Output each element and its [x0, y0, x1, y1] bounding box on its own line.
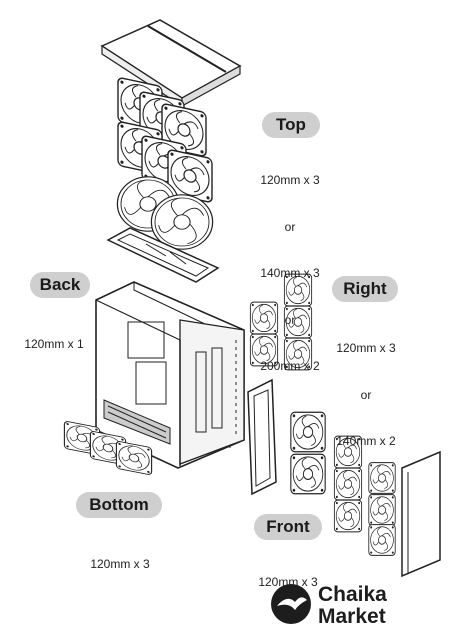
right-spec-2: or [360, 387, 372, 402]
top-spec-4: or [284, 312, 296, 327]
right-spec-3: 140mm x 2 [336, 434, 396, 448]
right-specs: 120mm x 3 or 140mm x 2 [316, 310, 416, 465]
chassis [95, 281, 245, 469]
brand-line-2: Market [318, 605, 386, 628]
front-filter-frame [247, 378, 277, 496]
brand-name: Chaika Market [318, 584, 387, 628]
front-label: Front [254, 514, 322, 540]
top-spec-1: 120mm x 3 [260, 173, 320, 187]
bottom-label: Bottom [76, 492, 162, 518]
front-specs: 120mm x 3 [238, 544, 338, 606]
back-label: Back [30, 272, 90, 298]
top-filter-frame [106, 227, 220, 283]
right-label: Right [332, 276, 398, 302]
brand-logo: Chaika Market [270, 584, 410, 632]
top-panel [100, 19, 242, 108]
bottom-spec-1: 120mm x 3 [90, 557, 150, 571]
top-spec-3: 140mm x 3 [260, 266, 320, 280]
back-specs: 120mm x 1 [8, 306, 100, 368]
top-spec-5: 200mm x 2 [260, 359, 320, 373]
top-specs: 120mm x 3 or 140mm x 3 or 200mm x 2 [240, 142, 340, 390]
front-spec-1: 120mm x 3 [258, 575, 318, 589]
back-spec-1: 120mm x 1 [24, 337, 84, 351]
bottom-specs: 120mm x 3 [70, 526, 170, 588]
top-spec-2: or [284, 219, 296, 234]
top-label: Top [262, 112, 320, 138]
brand-line-1: Chaika [318, 583, 387, 606]
right-spec-1: 120mm x 3 [336, 341, 396, 355]
front-panel [401, 450, 441, 578]
brand-logo-mark [271, 584, 311, 624]
